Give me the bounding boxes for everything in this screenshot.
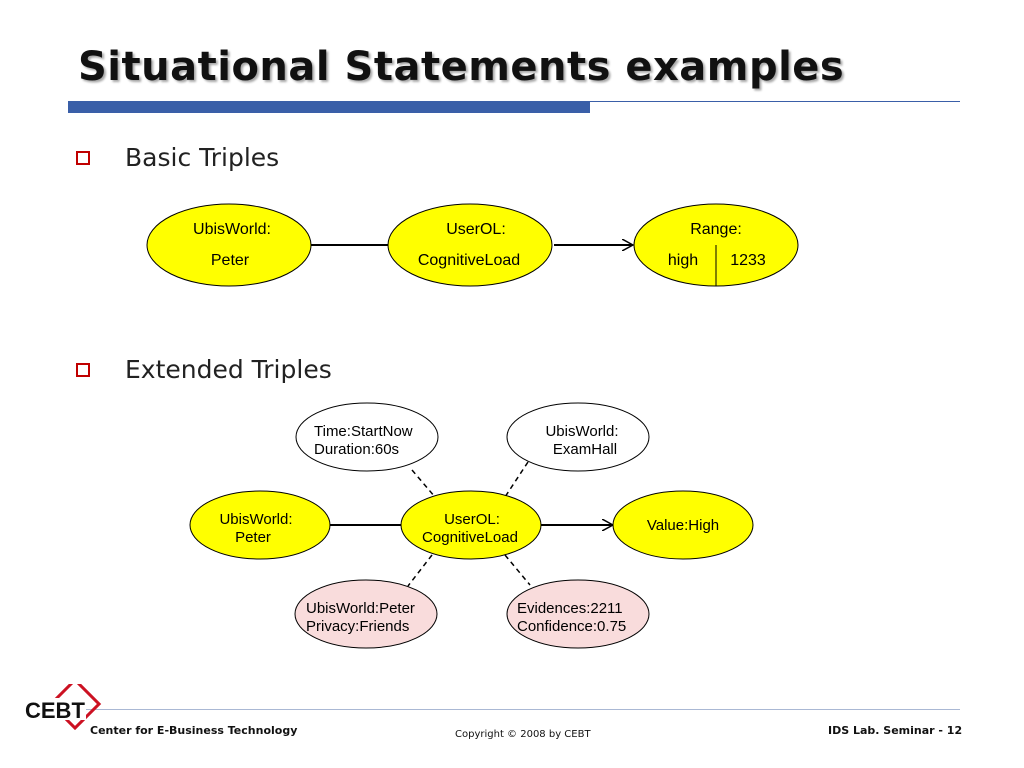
ext-object-line1: Value:High — [647, 517, 719, 534]
ext-subject-node — [189, 490, 331, 560]
title-underline-thick — [68, 101, 590, 113]
ext-privacy-line1: UbisWorld:Peter — [306, 600, 415, 617]
footer-divider — [64, 709, 960, 710]
ext-predicate-line1: UserOL: — [444, 511, 500, 528]
slide-title: Situational Statements examples — [78, 44, 845, 90]
ext-evidence-node — [506, 579, 650, 649]
ext-privacy-line2: Privacy:Friends — [306, 618, 409, 635]
bullet-extended-triples: Extended Triples — [125, 355, 332, 384]
basic-subject-node — [146, 203, 312, 287]
basic-predicate-line1: UserOL: — [446, 221, 506, 238]
basic-object-line1: Range: — [690, 221, 742, 238]
ext-location-line1: UbisWorld: — [545, 423, 618, 440]
bullet-basic-triples: Basic Triples — [125, 143, 280, 172]
bullet-square-icon — [76, 151, 90, 165]
ext-location-node — [506, 402, 650, 472]
ext-time-line2: Duration:60s — [314, 441, 399, 458]
ext-evidence-line1: Evidences:2211 — [517, 600, 623, 617]
footer-copyright: Copyright © 2008 by CEBT — [455, 729, 591, 740]
basic-predicate-node — [387, 203, 553, 287]
ext-edge-location — [504, 461, 529, 498]
ext-subject-line2: Peter — [235, 529, 271, 546]
footer-page-number: IDS Lab. Seminar - 12 — [828, 724, 963, 737]
ext-time-node — [295, 402, 439, 472]
title-underline-thin — [590, 101, 960, 102]
basic-object-left: high — [668, 252, 698, 269]
footer-org-name: Center for E-Business Technology — [90, 724, 298, 737]
cebt-logo: CEBT — [24, 684, 102, 730]
ext-edge-privacy — [407, 554, 433, 587]
ext-privacy-node — [294, 579, 438, 649]
basic-subject-line1: UbisWorld: — [193, 221, 271, 238]
ext-edge-evidence — [504, 554, 531, 586]
ext-object-node — [612, 490, 754, 560]
ext-evidence-line2: Confidence:0.75 — [517, 618, 626, 635]
ext-predicate-node — [400, 490, 542, 560]
ext-predicate-line2: CognitiveLoad — [422, 529, 518, 546]
ext-time-line1: Time:StartNow — [314, 423, 413, 440]
ext-subject-line1: UbisWorld: — [219, 511, 292, 528]
bullet-square-icon — [76, 363, 90, 377]
logo-text: CEBT — [25, 698, 85, 723]
basic-predicate-line2: CognitiveLoad — [418, 252, 520, 269]
ext-edge-time — [411, 469, 436, 498]
basic-subject-line2: Peter — [211, 252, 250, 269]
basic-object-right: 1233 — [730, 252, 766, 269]
ext-location-line2: ExamHall — [553, 441, 617, 458]
